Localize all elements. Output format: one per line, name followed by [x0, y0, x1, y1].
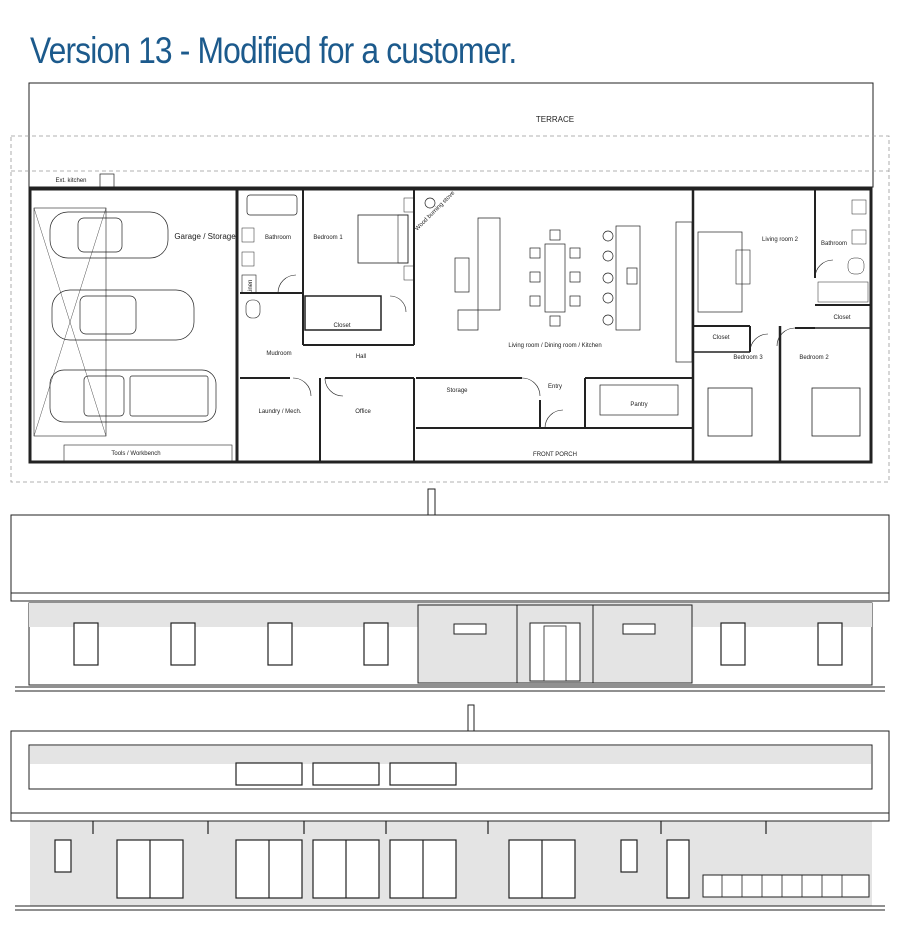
roof-outline	[10, 135, 890, 483]
label-closet-1: Closet	[333, 323, 350, 329]
label-front-porch: FRONT PORCH	[533, 452, 577, 458]
label-closet-2: Closet	[712, 335, 729, 341]
label-pantry: Pantry	[630, 402, 647, 408]
workbench	[63, 444, 233, 463]
floor-plan	[10, 82, 890, 483]
rear-deck-railing	[702, 874, 870, 898]
label-living: Living room / Dining room / Kitchen	[508, 343, 601, 349]
exterior-walls	[28, 187, 873, 464]
front-windows	[73, 622, 843, 666]
label-bedroom-1: Bedroom 1	[313, 235, 343, 241]
label-ext-kitchen: Ext. kitchen	[55, 178, 86, 184]
posts	[92, 821, 767, 834]
page-title: Version 13 - Modified for a customer.	[30, 30, 517, 71]
floor-plan-labels: TERRACE Ext. kitchen Garage / Storage To…	[55, 115, 850, 458]
label-bathroom-2: Bathroom	[821, 241, 847, 247]
cars	[49, 211, 217, 423]
rear-doors	[54, 839, 690, 899]
label-bedroom-3: Bedroom 3	[733, 355, 763, 361]
label-mudroom: Mudroom	[266, 351, 291, 357]
label-wood-stove: Wood burning stove	[414, 190, 456, 232]
label-tools: Tools / Workbench	[111, 451, 160, 457]
front-elevation	[10, 488, 890, 692]
front-roof	[10, 514, 890, 594]
label-laundry: Laundry / Mech.	[258, 409, 301, 415]
label-terrace: TERRACE	[536, 115, 574, 124]
label-entry: Entry	[548, 384, 562, 390]
label-storage: Storage	[446, 388, 468, 394]
rear-elevation	[10, 704, 890, 911]
label-living-2: Living room 2	[762, 237, 799, 243]
label-garage: Garage / Storage	[174, 232, 236, 241]
label-hall: Hall	[356, 354, 366, 360]
living-furniture	[424, 197, 693, 363]
label-bathroom-1: Bathroom	[265, 235, 291, 241]
label-closet-3: Closet	[833, 315, 850, 321]
label-linen: Linen	[248, 280, 254, 295]
label-bedroom-2: Bedroom 2	[799, 355, 829, 361]
label-office: Office	[355, 409, 371, 415]
clerestory-windows	[235, 762, 457, 786]
